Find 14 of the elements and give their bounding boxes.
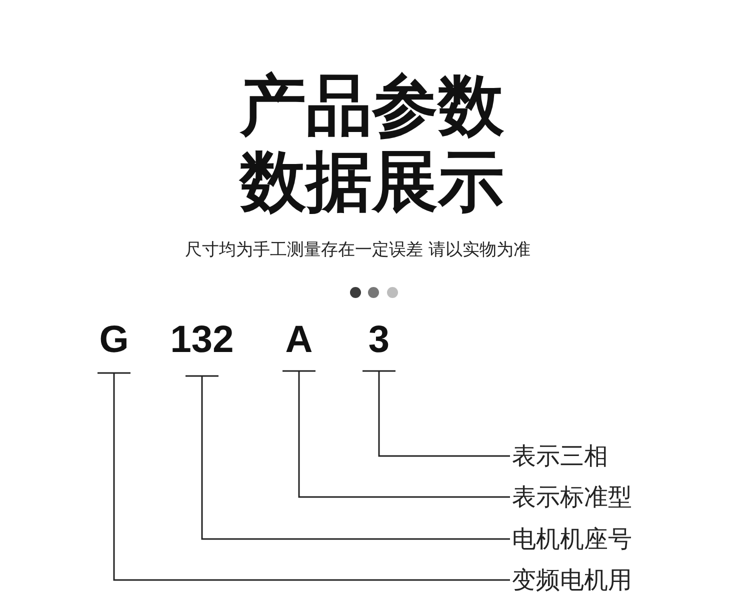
model-code-label: 3 [357,320,401,371]
description-text: 变频电机用 [512,565,632,595]
leader-line [184,375,510,540]
model-code-label: G [92,320,136,373]
page-title: 产品参数数据展示 [238,68,505,220]
note-text: 尺寸均为手工测量存在一定误差 请以实物为准 [185,240,530,260]
description-text: 表示三相 [512,441,608,471]
leader-line [282,370,510,498]
model-code-label: 132 [164,320,240,376]
leader-line [362,370,510,457]
description-text: 表示标准型 [512,482,632,512]
description-text: 电机机座号 [512,524,632,554]
leader-line [96,372,510,581]
model-code-label: A [277,320,321,371]
